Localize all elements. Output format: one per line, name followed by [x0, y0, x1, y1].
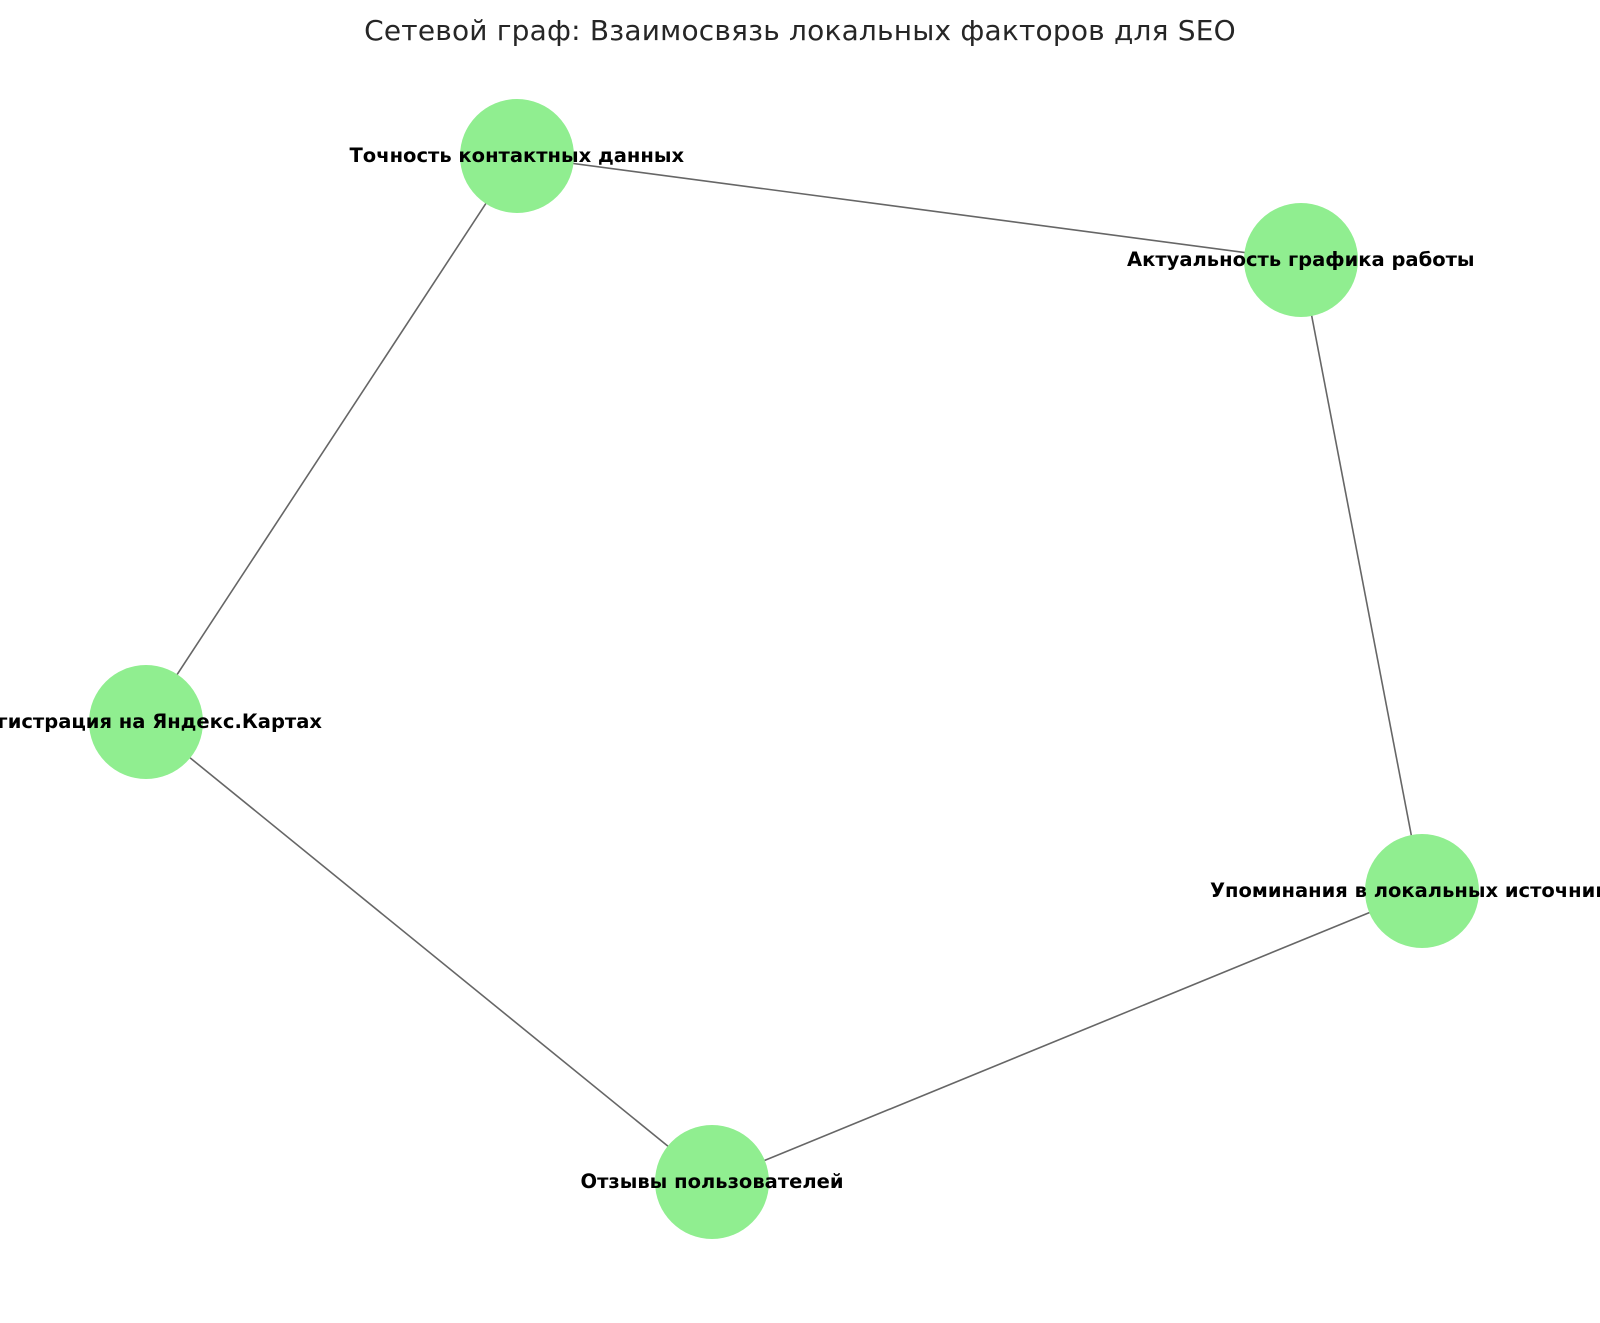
- graph-node-label: Упоминания в локальных источниках: [1210, 879, 1600, 902]
- graph-node[interactable]: [460, 99, 574, 213]
- graph-edge: [516, 155, 1302, 261]
- graph-node[interactable]: [655, 1125, 769, 1239]
- graph-node-label: Отзывы пользователей: [580, 1170, 844, 1193]
- page-title: Сетевой граф: Взаимосвязь локальных факт…: [364, 14, 1236, 47]
- graph-node[interactable]: [1365, 834, 1479, 948]
- graph-edge: [711, 890, 1423, 1183]
- graph-node[interactable]: [89, 665, 203, 779]
- graph-edge: [145, 721, 713, 1183]
- graph-edge: [145, 155, 518, 723]
- graph-edge: [1300, 259, 1423, 892]
- graph-node-label: Точность контактных данных: [349, 144, 685, 167]
- graph-node-label: Актуальность графика работы: [1127, 248, 1475, 271]
- graph-node[interactable]: [1244, 203, 1358, 317]
- graph-node-label: Регистрация на Яндекс.Картах: [0, 710, 322, 733]
